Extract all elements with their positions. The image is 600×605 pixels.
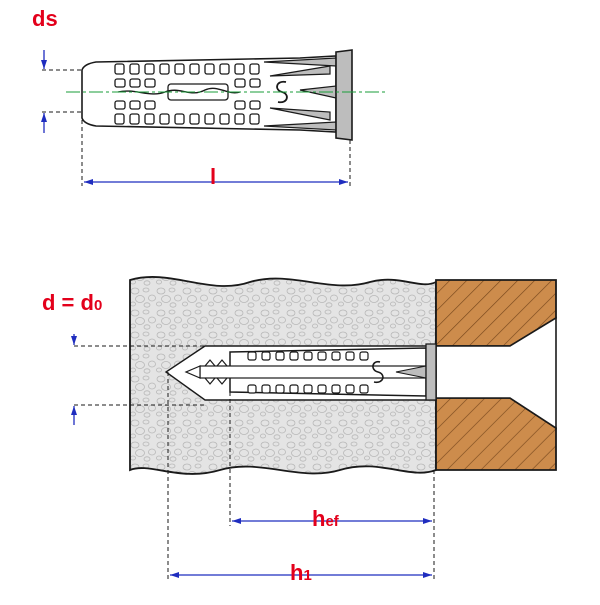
d0-label-sub: 0 [93, 297, 103, 314]
l-label: l [210, 164, 217, 189]
h1-label: h1 [290, 562, 312, 584]
d0-label-main: d = d [42, 290, 94, 315]
ds-label: ds [32, 6, 58, 31]
top-plug-collar [335, 49, 353, 141]
h1-dimension [167, 372, 435, 580]
d0-dimension [71, 334, 205, 425]
h1-label-main: h [290, 560, 304, 585]
top-plug-drawing [66, 49, 385, 141]
hef-label-main: h [312, 506, 326, 531]
d0-label: d = d0 [42, 292, 102, 314]
hef-label-sub: ef [325, 513, 339, 530]
top-plug-teeth [114, 63, 261, 125]
hef-label: hef [312, 508, 339, 530]
installed-plug-drawing [184, 343, 437, 401]
ds-dimension [41, 50, 82, 133]
hef-dimension [229, 392, 432, 526]
l-dimension [81, 120, 351, 186]
h1-label-sub: 1 [303, 567, 312, 584]
